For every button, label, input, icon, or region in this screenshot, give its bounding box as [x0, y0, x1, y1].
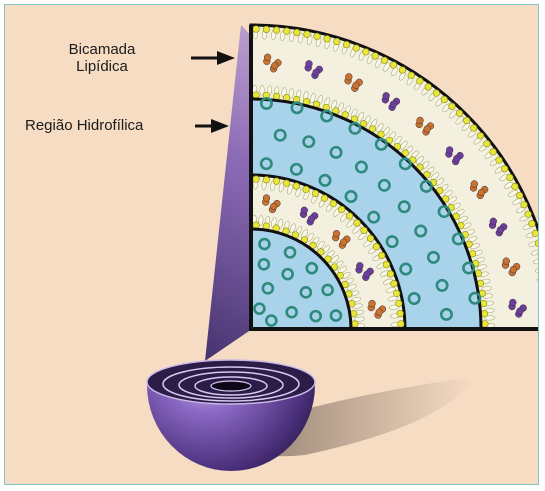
cross-section-wedge [251, 25, 539, 329]
label-lipid-bilayer: Bicamada Lipídica [43, 41, 161, 75]
label-bilayer-line1: Bicamada [43, 41, 161, 58]
arrow-hydrophilic [195, 119, 229, 133]
sphere-cut-face [147, 360, 315, 404]
label-bilayer-line2: Lipídica [43, 58, 161, 75]
label-hydrophilic-region: Região Hidrofílica [25, 117, 143, 134]
liposome-diagram [5, 5, 539, 485]
figure-frame: Bicamada Lipídica Região Hidrofílica [4, 4, 539, 485]
arrow-bilayer [191, 51, 235, 65]
